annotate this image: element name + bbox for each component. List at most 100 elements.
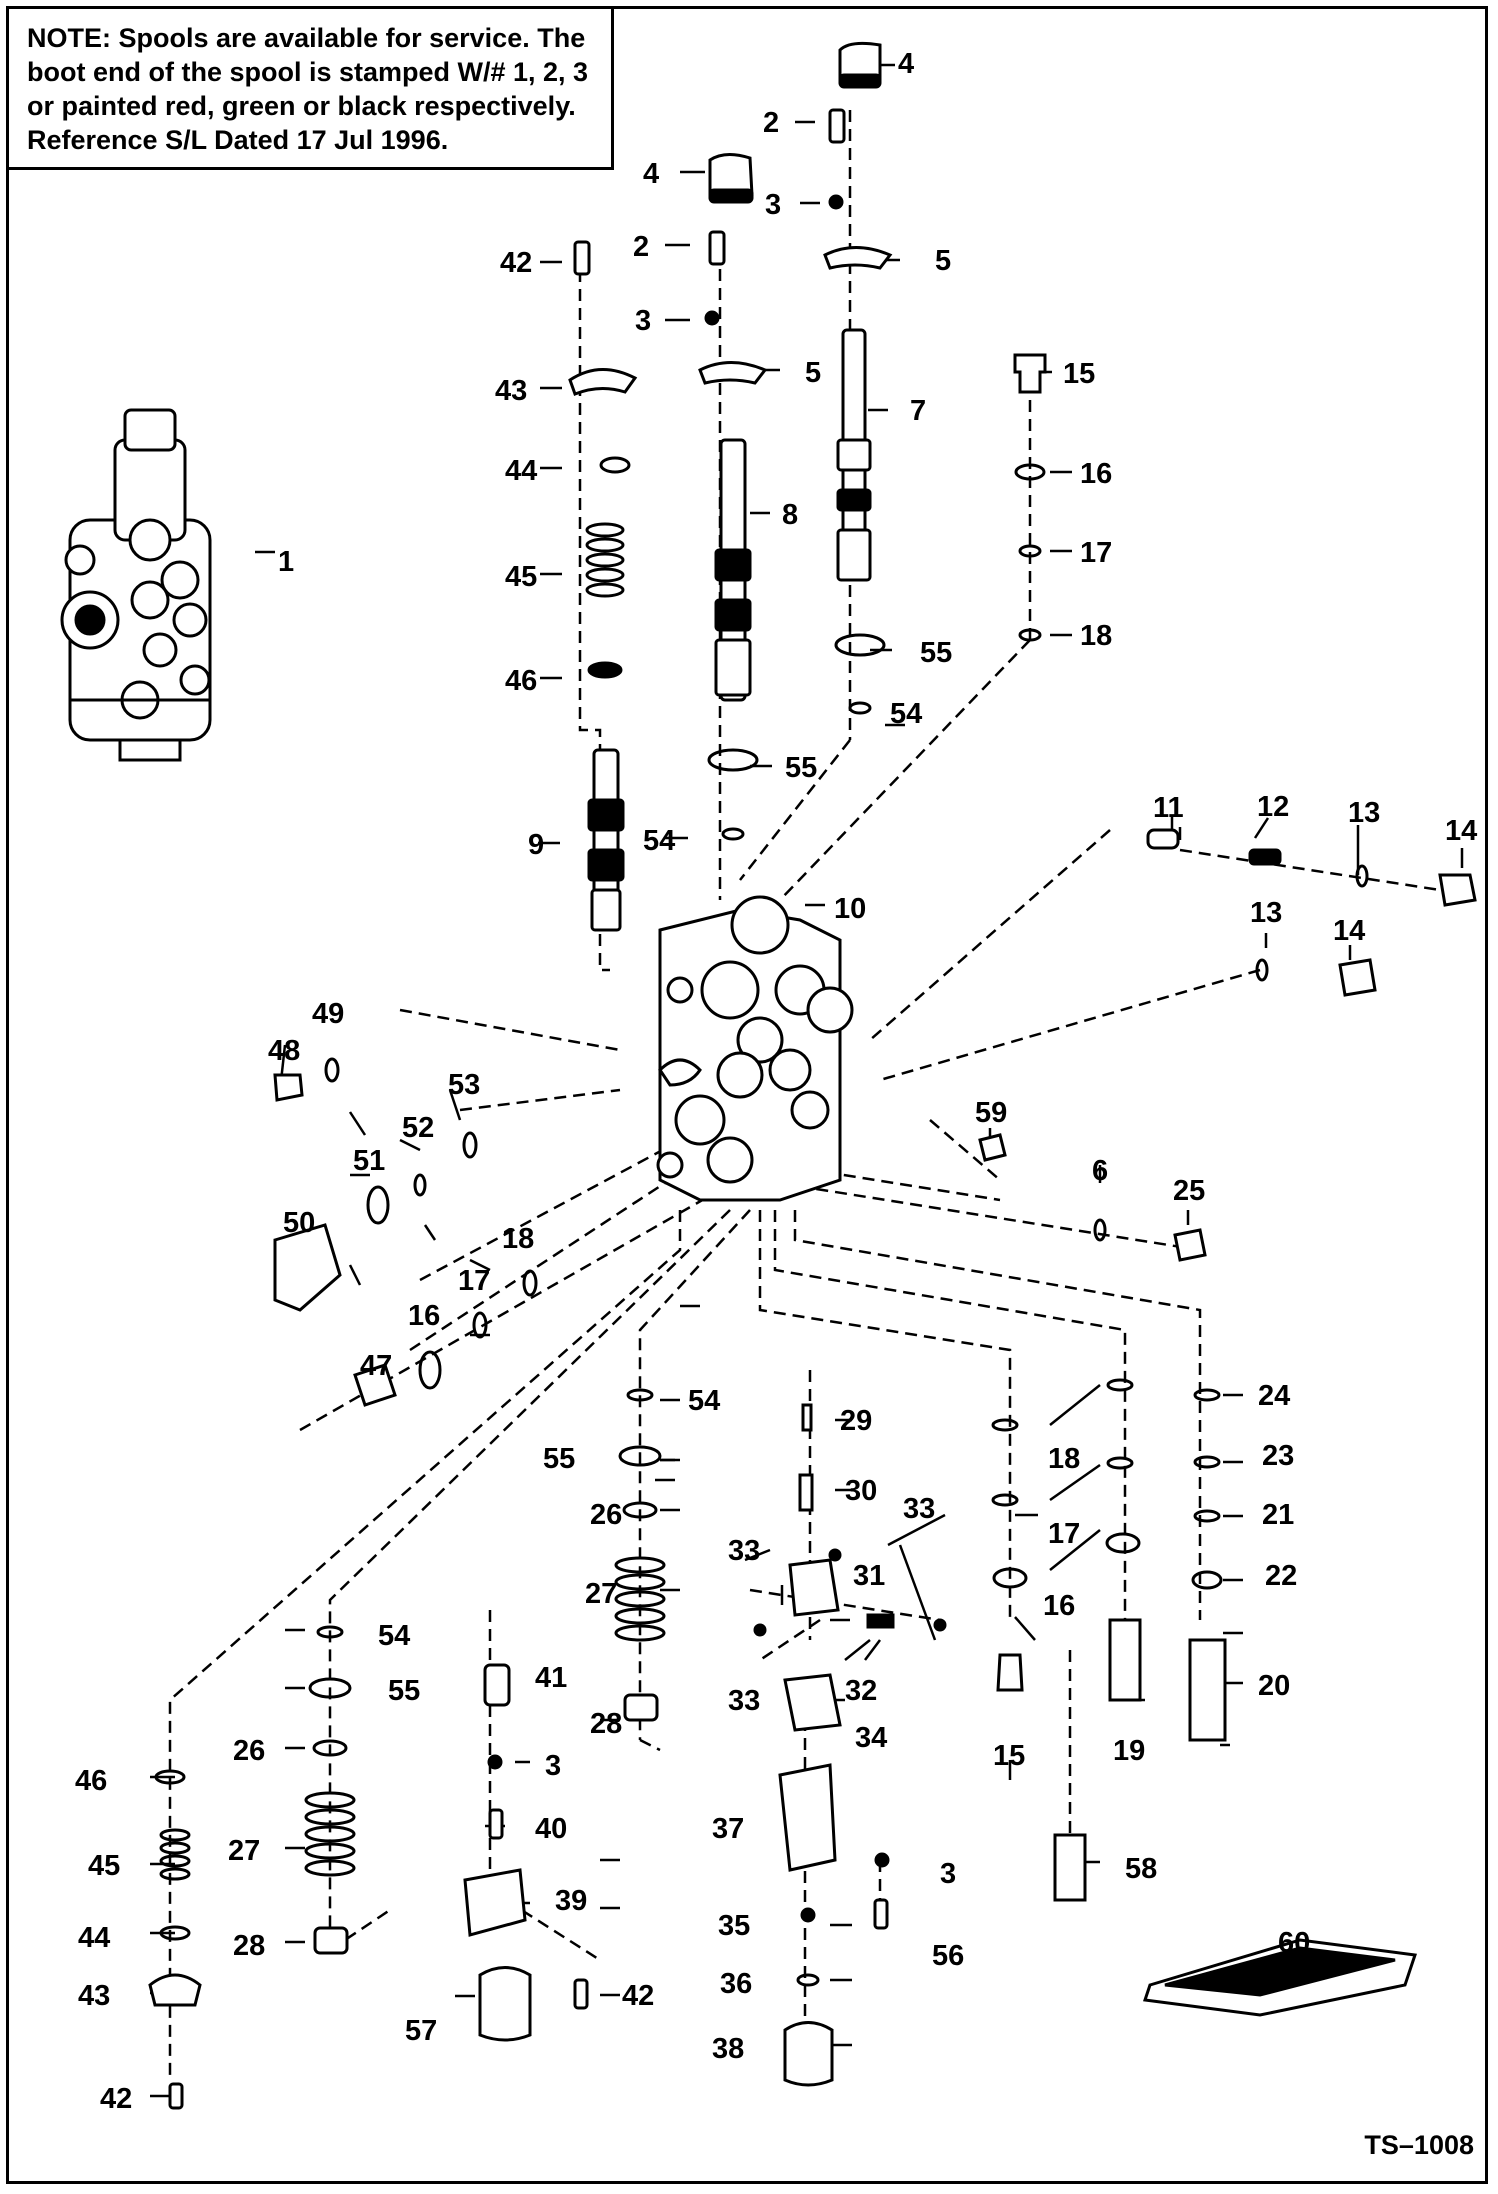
- screw-icon: [873, 1898, 889, 1930]
- callout-54: 54: [378, 1620, 410, 1652]
- o-ring-icon: [462, 1131, 478, 1159]
- spring-icon: [585, 522, 625, 598]
- spring-icon: [866, 1613, 895, 1629]
- o-ring-icon: [154, 1769, 186, 1785]
- o-ring-icon: [418, 1350, 442, 1390]
- callout-26: 26: [590, 1499, 622, 1531]
- o-ring-icon: [324, 1057, 340, 1083]
- pin-icon: [801, 1403, 813, 1432]
- callout-21: 21: [1262, 1499, 1294, 1531]
- o-ring-icon: [991, 1418, 1019, 1432]
- spring-icon: [159, 1828, 191, 1881]
- washer-icon: [308, 1677, 352, 1699]
- callout-38: 38: [712, 2033, 744, 2065]
- callout-55: 55: [785, 752, 817, 784]
- o-ring-icon: [1018, 628, 1042, 642]
- plate-icon: [823, 246, 893, 270]
- callout-17: 17: [1048, 1518, 1080, 1550]
- plug-icon: [783, 1673, 842, 1732]
- clip-icon: [978, 1133, 1007, 1162]
- screw-icon: [828, 108, 846, 144]
- callout-50: 50: [283, 1207, 315, 1239]
- callout-27: 27: [585, 1578, 617, 1610]
- plug-icon: [1108, 1618, 1142, 1702]
- o-ring-icon: [1255, 958, 1269, 982]
- callout-48: 48: [268, 1035, 300, 1067]
- o-ring-icon: [522, 1269, 538, 1297]
- plug-icon: [1173, 1228, 1207, 1262]
- valve-assembly-icon: [60, 408, 212, 762]
- boot-cap-icon: [708, 153, 754, 204]
- callout-4: 4: [898, 48, 914, 80]
- o-ring-icon: [159, 1925, 191, 1941]
- spool-icon: [714, 438, 752, 702]
- o-ring-icon: [1014, 463, 1046, 481]
- callout-57: 57: [405, 2015, 437, 2047]
- relief-valve-icon: [1188, 1638, 1227, 1742]
- washer-icon: [874, 1852, 890, 1868]
- plug-icon: [353, 1363, 397, 1407]
- o-ring-icon: [312, 1739, 348, 1757]
- callout-34: 34: [855, 1722, 887, 1754]
- spring-cap-icon: [313, 1926, 349, 1955]
- o-ring-icon: [1105, 1532, 1141, 1554]
- callout-6: 6: [1092, 1155, 1108, 1187]
- callout-11: 11: [1153, 792, 1184, 824]
- callout-26: 26: [233, 1735, 265, 1767]
- callout-2: 2: [633, 231, 649, 263]
- callout-16: 16: [1080, 458, 1112, 490]
- ball-icon: [828, 1548, 842, 1562]
- callout-47: 47: [360, 1350, 392, 1382]
- spring-icon: [1248, 848, 1282, 866]
- callout-19: 19: [1113, 1735, 1145, 1767]
- o-ring-icon: [796, 1973, 820, 1987]
- o-ring-icon: [991, 1493, 1019, 1507]
- washer-icon: [618, 1445, 662, 1467]
- note-line-3: or painted red, green or black respectiv…: [27, 91, 576, 121]
- o-ring-icon: [721, 827, 745, 841]
- relief-valve-icon: [273, 1223, 342, 1312]
- callout-8: 8: [782, 499, 798, 531]
- washer-icon: [707, 748, 759, 772]
- o-ring-icon: [848, 701, 872, 715]
- callout-2: 2: [763, 107, 779, 139]
- callout-41: 41: [535, 1662, 567, 1694]
- o-ring-icon: [599, 456, 631, 474]
- callout-55: 55: [920, 637, 952, 669]
- callout-55: 55: [388, 1675, 420, 1707]
- housing-icon: [778, 1763, 837, 1872]
- service-note: NOTE: Spools are available for service. …: [6, 6, 614, 170]
- callout-54: 54: [890, 698, 922, 730]
- o-ring-icon: [622, 1501, 658, 1519]
- callout-51: 51: [353, 1145, 385, 1177]
- callout-labels: 1 2 2 3 3 3 3 4 4 5 5 6 7 8 9 10 11 12 1…: [75, 48, 1477, 2115]
- callout-3: 3: [765, 189, 781, 221]
- plug-icon: [1338, 958, 1377, 997]
- callout-7: 7: [910, 395, 926, 427]
- housing-icon: [463, 1868, 527, 1937]
- callout-15: 15: [993, 1740, 1025, 1772]
- callout-46: 46: [505, 665, 537, 697]
- callout-5: 5: [805, 357, 821, 389]
- callout-44: 44: [505, 455, 537, 487]
- callout-24: 24: [1258, 1380, 1290, 1412]
- callout-36: 36: [720, 1968, 752, 2000]
- callout-16: 16: [408, 1300, 440, 1332]
- callout-1: 1: [278, 546, 294, 578]
- figure-code: TS–1008: [1364, 2130, 1474, 2160]
- leader-lines: [150, 63, 1464, 2098]
- screw-icon: [573, 240, 591, 276]
- plate-icon: [148, 1973, 202, 2007]
- callout-28: 28: [233, 1930, 265, 1962]
- callout-33: 33: [728, 1685, 760, 1717]
- spring-icon: [614, 1556, 666, 1642]
- valve-body-icon: [788, 1558, 840, 1617]
- o-ring-icon: [1018, 544, 1042, 558]
- callout-59: 59: [975, 1097, 1007, 1129]
- o-ring-icon: [413, 1173, 427, 1197]
- ball-icon: [753, 1623, 767, 1637]
- washer-icon: [487, 1754, 503, 1770]
- callout-32: 32: [845, 1675, 877, 1707]
- spool-icon: [836, 328, 872, 582]
- callout-23: 23: [1262, 1440, 1294, 1472]
